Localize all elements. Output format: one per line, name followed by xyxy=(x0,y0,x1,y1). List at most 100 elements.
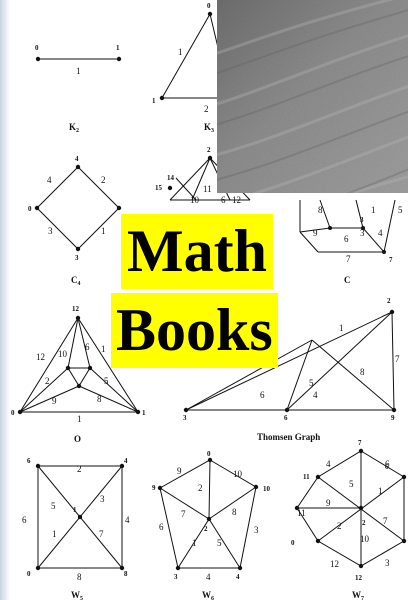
c-edge-label-4: 4 xyxy=(378,228,383,238)
c-edge-label-8: 8 xyxy=(318,205,323,215)
c4-vertex-3: 3 xyxy=(75,254,79,262)
title-math: Math xyxy=(121,214,273,289)
w6-edge-label-2: 2 xyxy=(198,483,203,493)
c4-edge-label-4: 4 xyxy=(47,175,52,185)
w6-edge-label-8: 8 xyxy=(232,507,237,517)
c4-edge-label-1: 1 xyxy=(101,226,106,236)
thomsen-vertex-6: 6 xyxy=(284,414,288,422)
w7-vertex-12: 12 xyxy=(355,574,363,582)
w5-vertex-1: 1 xyxy=(73,506,77,514)
w6-edge-label-6: 6 xyxy=(159,522,164,532)
w6-vertex-3: 3 xyxy=(174,573,178,581)
c-edge-label-6: 6 xyxy=(344,234,349,244)
c4-label: C4 xyxy=(71,275,81,287)
uc-edge-label-6: 6 xyxy=(221,195,226,205)
w7-label: W7 xyxy=(352,590,364,600)
c-label: C xyxy=(344,275,351,285)
k3-edge-label-1: 1 xyxy=(178,47,183,57)
graph-o: 12 0 1 12 10 6 1 2 5 9 8 1 O xyxy=(11,305,146,444)
w5-vertex-6: 6 xyxy=(27,457,31,465)
o-edge-label-2: 2 xyxy=(45,376,50,386)
w7-edge-label-9: 9 xyxy=(326,498,331,508)
k3-vertex-1: 1 xyxy=(152,97,156,105)
w7-edge-label-12: 12 xyxy=(330,559,339,569)
k2-vertex-0: 0 xyxy=(35,44,39,52)
w6-edge-label-4: 4 xyxy=(206,572,211,582)
sand-texture-image xyxy=(217,0,408,193)
c4-edge-label-3: 3 xyxy=(48,226,53,236)
w5-edge-label-4: 4 xyxy=(125,515,130,525)
c4-edge-label-2: 2 xyxy=(101,175,106,185)
left-edge-shadow xyxy=(0,0,10,600)
w5-edge-label-8: 8 xyxy=(77,572,82,582)
k2-vertex-1: 1 xyxy=(116,44,120,52)
k2-edge-label: 1 xyxy=(76,66,81,76)
c4-vertex-4: 4 xyxy=(75,155,79,163)
thomsen-edge-label-6: 6 xyxy=(260,390,265,400)
w7-edge-label-10: 10 xyxy=(360,534,370,544)
w6-vertex-4: 4 xyxy=(236,573,240,581)
thomsen-edge-label-4: 4 xyxy=(313,390,318,400)
w7-vertex-2: 2 xyxy=(362,519,366,527)
w7-vertex-0: 0 xyxy=(291,539,295,547)
o-vertex-12: 12 xyxy=(72,305,80,313)
w6-vertex-9: 9 xyxy=(152,484,156,492)
thomsen-edge-label-7: 7 xyxy=(395,354,400,364)
uc-edge-label-10: 10 xyxy=(190,195,200,205)
c-edge-label-3: 3 xyxy=(360,228,365,238)
w7-edge-label-1: 1 xyxy=(378,486,383,496)
c4-vertex-0: 0 xyxy=(28,205,32,213)
w5-edge-label-5: 5 xyxy=(51,501,56,511)
graph-c4: 4 0 3 4 2 3 1 C4 xyxy=(28,155,122,287)
w7-edge-label-11: 11 xyxy=(297,508,306,518)
w6-edge-label-10: 10 xyxy=(233,469,243,479)
uc-edge-label-11: 11 xyxy=(203,184,212,194)
c-edge-label-5: 5 xyxy=(398,205,403,215)
w6-edge-label-3: 3 xyxy=(254,525,259,535)
uc-vertex-15: 15 xyxy=(155,184,163,192)
o-edge-label-6: 6 xyxy=(85,342,90,352)
o-edge-label-12: 12 xyxy=(36,352,45,362)
c-edge-label-7: 7 xyxy=(346,254,351,264)
w7-vertex-7: 7 xyxy=(358,439,362,447)
title-books: Books xyxy=(111,293,278,368)
o-edge-label-1-bottom: 1 xyxy=(77,414,82,424)
graph-w5: 6 4 1 0 8 2 5 3 6 4 1 7 8 W5 xyxy=(22,457,130,600)
thomsen-label: Thomsen Graph xyxy=(257,432,320,442)
w5-vertex-4: 4 xyxy=(124,457,128,465)
o-vertex-1: 1 xyxy=(142,409,146,417)
w7-vertex-6: 6 xyxy=(385,463,389,471)
thomsen-edge-label-8: 8 xyxy=(360,367,365,377)
c-edge-label-1: 1 xyxy=(371,205,376,215)
graph-c: 3 7 8 1 5 9 3 6 4 7 C xyxy=(299,199,403,285)
uc-edge-label-12: 12 xyxy=(232,195,241,205)
w5-edge-label-1: 1 xyxy=(52,529,57,539)
k3-edge-label-2: 2 xyxy=(204,104,209,114)
k2-label: K2 xyxy=(69,122,79,134)
thomsen-vertex-2: 2 xyxy=(387,297,391,305)
w7-edge-label-5: 5 xyxy=(349,479,354,489)
thomsen-edge-label-1: 1 xyxy=(339,323,344,333)
o-edge-label-10: 10 xyxy=(58,349,68,359)
w5-vertex-0: 0 xyxy=(27,570,31,578)
w6-vertex-10: 10 xyxy=(263,485,271,493)
w7-vertex-11: 11 xyxy=(303,473,310,481)
w7-edge-label-6-edge: 6 xyxy=(385,459,390,469)
w7-edge-label-2: 2 xyxy=(337,521,342,531)
graph-w6: 0 9 10 2 3 4 9 10 2 7 8 6 1 5 3 4 W6 xyxy=(152,450,271,600)
k3-vertex-0: 0 xyxy=(207,2,211,10)
w6-edge-label-1: 1 xyxy=(192,538,197,548)
w6-vertex-0: 0 xyxy=(207,450,211,458)
w7-edge-label-4: 4 xyxy=(326,459,331,469)
w5-edge-label-7: 7 xyxy=(99,529,104,539)
k3-label: K3 xyxy=(204,122,214,134)
w6-edge-label-5: 5 xyxy=(217,538,222,548)
c-edge-label-9: 9 xyxy=(313,228,318,238)
o-edge-label-9: 9 xyxy=(52,396,57,406)
thomsen-vertex-3: 3 xyxy=(183,414,187,422)
w5-edge-label-6: 6 xyxy=(22,515,27,525)
o-vertex-0: 0 xyxy=(11,409,15,417)
w6-edge-label-9: 9 xyxy=(177,466,182,476)
o-edge-label-5: 5 xyxy=(104,376,109,386)
